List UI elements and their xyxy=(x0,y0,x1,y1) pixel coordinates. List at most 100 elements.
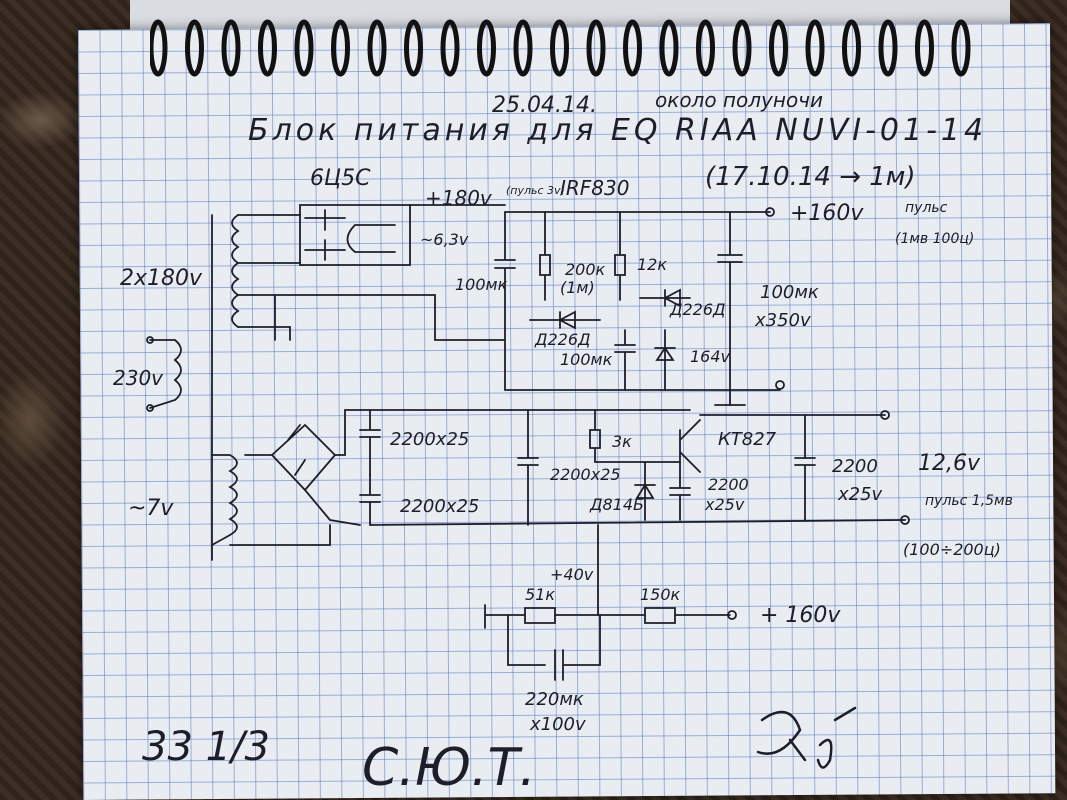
c1-label: 2200x25 xyxy=(390,429,469,450)
c3-label: 2200x25 xyxy=(550,465,621,484)
spiral-ring xyxy=(513,19,533,77)
c4-v-label: x25v xyxy=(704,495,745,514)
signature-initials: С.Ю.Т. xyxy=(362,738,536,798)
spiral-ring xyxy=(951,19,971,77)
spiral-ring xyxy=(805,19,825,77)
spiral-ring xyxy=(659,19,679,77)
tube-anode-1 xyxy=(304,209,346,231)
lv-winding xyxy=(211,454,238,546)
spiral-binding xyxy=(150,19,971,77)
transistor-kt827 xyxy=(679,419,701,473)
filter-rail xyxy=(484,604,731,629)
spiral-ring xyxy=(404,19,423,77)
ref-capacitor xyxy=(614,329,636,391)
spiral-ring xyxy=(842,19,861,77)
lv-wiring xyxy=(229,409,371,546)
r1-alt-label: (1м) xyxy=(560,278,595,297)
lv-winding-label: ~7v xyxy=(128,496,174,521)
spiral-ring xyxy=(331,19,350,77)
lv-bottom-rail xyxy=(369,519,906,526)
zener-d814 xyxy=(634,461,656,521)
rectifier-tube xyxy=(299,204,411,266)
diode-b-label: Д226Д xyxy=(534,330,591,349)
b-plus-label: +180v xyxy=(425,186,493,210)
diode-a-label: Д226Д xyxy=(669,300,726,319)
output-capacitor xyxy=(717,211,743,406)
spiral-ring xyxy=(586,19,606,77)
ripple-note: (пульс 3v) xyxy=(506,184,565,197)
lv-cap-3 xyxy=(517,409,539,526)
filter-cap-label: 220мк xyxy=(525,689,584,710)
filter-vin-label: +40v xyxy=(550,565,594,584)
header-revision: (17.10.14 → 1м) xyxy=(705,162,916,192)
lv-cap-4 xyxy=(669,461,691,521)
filter-cap-v-label: x100v xyxy=(529,714,586,735)
r1-label: 200к xyxy=(565,260,606,279)
spiral-ring xyxy=(477,19,496,77)
c-ref-label: 100мк xyxy=(560,350,613,369)
bridge-rectifier xyxy=(270,423,337,492)
lv-ripple-2: (100÷200ц) xyxy=(903,540,1001,559)
spiral-ring xyxy=(769,19,788,77)
filter-r2-label: 150к xyxy=(640,585,681,604)
spiral-ring xyxy=(732,19,752,77)
transistor-label: КТ827 xyxy=(718,429,777,450)
spiral-ring xyxy=(550,19,569,77)
transformer-secondary xyxy=(231,214,240,328)
tube-anode-2 xyxy=(304,239,346,261)
lv-cap-1 xyxy=(359,409,381,476)
secondary-label: 2x180v xyxy=(120,266,203,291)
c-in-label: 100мк xyxy=(455,275,508,294)
filter-output-label: + 160v xyxy=(760,603,841,628)
c-out-v-label: x350v xyxy=(754,310,811,331)
lv-ripple: пульс 1,5мв xyxy=(925,493,1013,509)
resistor-3k xyxy=(589,409,681,463)
mosfet-label: IRF830 xyxy=(560,176,629,200)
resistor-150k xyxy=(644,607,676,624)
rpm-note: 33 1/3 xyxy=(142,724,270,770)
resistor-51k xyxy=(524,607,556,624)
spiral-ring xyxy=(150,19,168,77)
filter-capacitor xyxy=(507,614,601,681)
input-capacitor xyxy=(494,211,516,391)
output-ripple-2: (1мв 100ц) xyxy=(895,231,974,247)
lv-top-rail xyxy=(369,409,886,416)
lv-output-label: 12,6v xyxy=(918,451,981,476)
tube-output-label: +160v xyxy=(790,201,864,226)
resistor-12k xyxy=(614,211,626,301)
tube-wiring xyxy=(237,204,506,341)
spiral-ring xyxy=(696,19,715,77)
tube-label: 6Ц5С xyxy=(310,166,371,191)
c4-label: 2200 xyxy=(708,475,749,494)
mains-primary xyxy=(149,339,182,409)
c-out-label: 100мк xyxy=(760,282,819,303)
heater-label: ~6,3v xyxy=(420,230,469,249)
r2-label: 12к xyxy=(637,255,667,274)
c5-label: 2200 xyxy=(832,456,878,477)
lv-cap-5 xyxy=(794,414,816,521)
mains-label: 230v xyxy=(113,366,164,390)
spiral-ring xyxy=(915,19,934,77)
resistor-200k xyxy=(539,211,551,301)
lv-zener-label: Д814Б xyxy=(589,495,644,514)
diode-d226-a xyxy=(639,288,691,308)
c5-v-label: x25v xyxy=(837,484,883,505)
lv-cap-2 xyxy=(359,474,381,526)
spiral-ring xyxy=(294,19,314,77)
header-date: 25.04.14. xyxy=(492,93,597,118)
spiral-ring xyxy=(185,19,204,77)
r-base-label: 3к xyxy=(612,432,632,451)
zener-164v xyxy=(654,329,676,391)
spiral-ring xyxy=(367,19,387,77)
c2-label: 2200x25 xyxy=(400,496,479,517)
spiral-ring xyxy=(623,19,642,77)
filter-r1-label: 51к xyxy=(525,585,555,604)
spiral-ring xyxy=(258,19,277,77)
tube-heater-loop xyxy=(346,224,396,253)
spiral-ring xyxy=(878,19,898,77)
zener-label: 164v xyxy=(690,347,731,366)
signature-mark xyxy=(756,706,857,769)
spiral-ring xyxy=(440,19,460,77)
output-ripple: пульс xyxy=(905,200,948,216)
